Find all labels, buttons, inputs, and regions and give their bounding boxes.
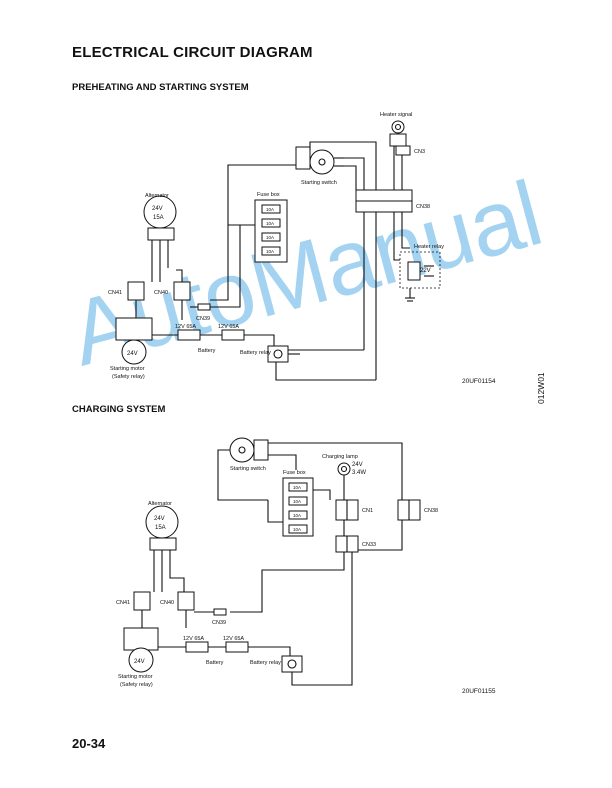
charging-fuse-rating-1: 10A (293, 485, 301, 490)
battery-label: Battery (198, 348, 216, 354)
cn3-connector (395, 145, 411, 156)
charging-battery-relay (281, 655, 303, 673)
charging-cn1-label: CN1 (362, 508, 373, 514)
charging-battery-1-rating: 12V 65A (183, 636, 204, 642)
charging-cn40-label: CN40 (160, 600, 174, 606)
fuse-box (254, 199, 288, 263)
charging-fuse-rating-3: 10A (293, 513, 301, 518)
charging-starting-switch-label-1: Starting switch (230, 466, 266, 472)
charging-cn39-label: CN39 (212, 620, 226, 626)
cn3-label: CN3 (414, 149, 425, 155)
fuse-rating-3: 10A (266, 235, 274, 240)
cn40-label: CN40 (154, 290, 168, 296)
charging-cn40-connector (177, 591, 195, 611)
heater-relay (399, 251, 441, 289)
fuse-rating-2: 10A (266, 221, 274, 226)
charging-alternator-current: 15A (155, 525, 166, 531)
figure-code-preheating: 20UF01154 (462, 378, 496, 385)
heater-relay-voltage: 22V (420, 268, 431, 274)
charging-fuse-rating-2: 10A (293, 499, 301, 504)
cn41-label: CN41 (108, 290, 122, 296)
charging-cn41-label: CN41 (116, 600, 130, 606)
figure-code-charging: 20UF01155 (462, 688, 496, 695)
charging-cn38-label: CN38 (424, 508, 438, 514)
safety-relay-label: (Safety relay) (112, 374, 145, 380)
battery-1-rating: 12V 65A (175, 324, 196, 330)
charging-battery-2-rating: 12V 65A (223, 636, 244, 642)
charging-fuse-box (282, 477, 314, 537)
page-number: 20-34 (72, 736, 106, 751)
starting-motor (115, 317, 153, 365)
charging-alternator-label: Alternator (148, 501, 172, 507)
charging-cn41-connector (133, 591, 151, 611)
alternator-voltage: 24V (152, 206, 163, 212)
charging-heading: CHARGING SYSTEM (72, 404, 166, 415)
charging-battery-relay-label-1: Battery relay (250, 660, 281, 666)
starting-motor-label: Starting motor (110, 366, 145, 372)
charging-starting-motor-voltage: 24V (134, 659, 145, 665)
charging-fuse-rating-4: 10A (293, 527, 301, 532)
starting-switch (295, 146, 344, 175)
starting-switch-label: Starting switch (301, 180, 337, 186)
heater-relay-label: Heater relay (414, 244, 444, 250)
charging-alternator (145, 505, 179, 551)
heater-signal-label: Heater signal (380, 112, 412, 118)
alternator-label: Alternator (145, 193, 169, 199)
page-title: ELECTRICAL CIRCUIT DIAGRAM (72, 44, 313, 61)
charging-battery-label: Battery (206, 660, 224, 666)
charging-safety-relay-label: (Safety relay) (120, 682, 153, 688)
fuse-rating-1: 10A (266, 207, 274, 212)
charging-starting-motor (123, 627, 159, 673)
preheating-heading: PREHEATING AND STARTING SYSTEM (72, 82, 249, 93)
alternator (143, 195, 177, 241)
fuse-box-label: Fuse box (257, 192, 280, 198)
charging-lamp-wattage: 3.4W (352, 470, 366, 476)
charging-fuse-box-label: Fuse box (283, 470, 306, 476)
charging-starting-switch (229, 437, 269, 463)
charging-cn39-connector (213, 608, 227, 616)
alternator-current: 15A (153, 215, 164, 221)
charging-lamp-voltage: 24V (352, 462, 363, 468)
charging-lamp (337, 462, 351, 476)
fuse-rating-4: 10A (266, 249, 274, 254)
charging-starting-motor-label: Starting motor (118, 674, 153, 680)
charging-alternator-voltage: 24V (154, 516, 165, 522)
cn38-label: CN38 (416, 204, 430, 210)
starting-motor-voltage: 24V (127, 351, 138, 357)
charging-cn33-label: CN33 (362, 542, 376, 548)
cn39-label: CN39 (196, 316, 210, 322)
charging-lamp-label: Charging lamp (322, 454, 358, 460)
battery-relay-label: Battery relay (240, 350, 271, 356)
battery-2-rating: 12V 65A (218, 324, 239, 330)
